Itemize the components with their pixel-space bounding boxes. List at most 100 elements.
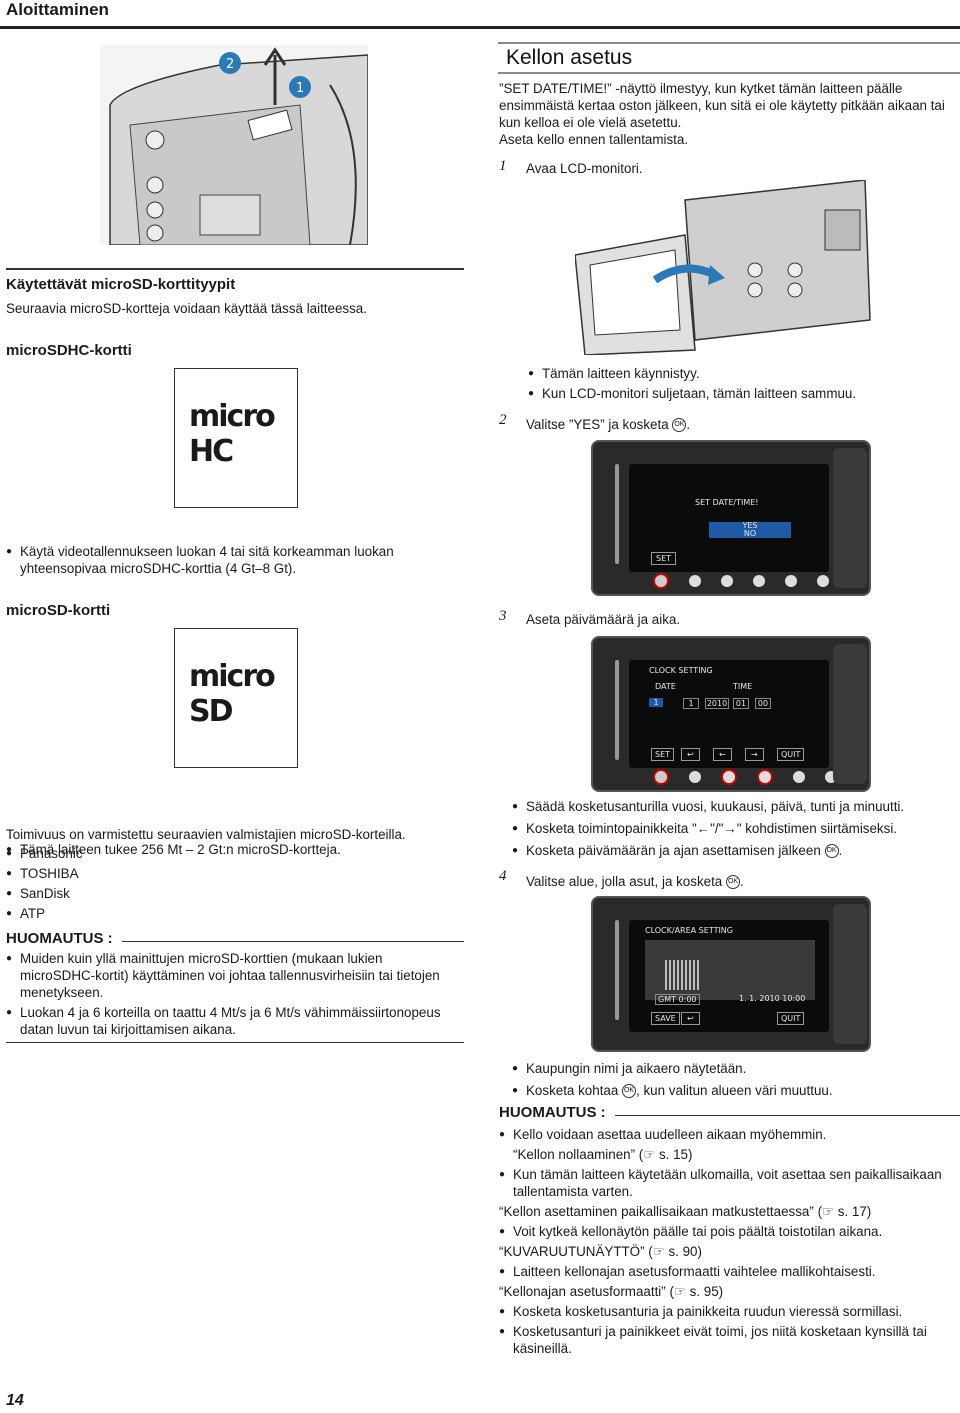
microsd-card-image: micro SD <box>174 628 298 768</box>
bullet-item: Kun LCD-monitori suljetaan, tämän laitte… <box>528 385 948 402</box>
manufacturer-list: Panasonic TOSHIBA SanDisk ATP <box>6 845 206 922</box>
no-option[interactable]: NO <box>743 529 757 538</box>
touch-slider[interactable] <box>615 464 619 564</box>
intro-line: ensimmäistä kertaa oston jälkeen, kun si… <box>499 98 945 113</box>
ok-button[interactable] <box>653 768 669 785</box>
set-button[interactable]: SET <box>651 748 675 761</box>
return-icon[interactable]: ↩ <box>681 748 700 761</box>
time-label: TIME <box>733 682 753 691</box>
set-button[interactable]: SET <box>651 552 677 565</box>
save-button[interactable]: SAVE <box>651 1012 680 1025</box>
note-reference[interactable]: “Kellon asettaminen paikallisaikaan matk… <box>499 1204 872 1219</box>
note-reference[interactable]: “Kellonajan asetusformaatti” (☞ s. 95) <box>499 1284 724 1299</box>
year-field[interactable]: 2010 <box>705 698 729 709</box>
bullet-item: Kosketa toimintopainikkeita "←"/"→" kohd… <box>512 820 957 837</box>
selected-area <box>665 960 701 990</box>
note-reference[interactable]: “Kellon nollaaminen” (☞ s. 15) <box>513 1147 693 1162</box>
note-item: Luokan 4 ja 6 korteilla on taattu 4 Mt/s… <box>6 1004 458 1038</box>
touch-button[interactable] <box>757 768 773 785</box>
page-number: 14 <box>6 1392 24 1409</box>
month-field[interactable]: 1 <box>683 698 699 709</box>
touch-slider[interactable] <box>615 920 619 1020</box>
yes-option[interactable]: YES <box>742 521 758 530</box>
note-right-list: Kello voidaan asettaa uudelleen aikaan m… <box>499 1126 957 1357</box>
sd-heading: microSD-kortti <box>6 602 111 619</box>
lcd-display: SET DATE/TIME! YES NO SET <box>629 464 829 572</box>
ok-button[interactable] <box>653 572 669 589</box>
sdhc-heading: microSDHC-kortti <box>6 342 132 359</box>
minute-field[interactable]: 00 <box>755 698 771 709</box>
touch-button[interactable] <box>753 574 765 587</box>
hour-field[interactable]: 01 <box>733 698 749 709</box>
section-title-rule-bottom <box>498 72 960 74</box>
touch-button[interactable] <box>785 574 797 587</box>
clock-area-screen: CLOCK/AREA SETTING GMT 0:00 1. 1. 2010 1… <box>591 896 871 1052</box>
bullet-text: , kun valitun alueen väri muuttuu. <box>636 1083 833 1098</box>
touch-button[interactable] <box>721 574 733 587</box>
world-map[interactable] <box>645 940 815 1000</box>
gmt-offset: 0:00 <box>678 995 697 1004</box>
bullet-item: Kosketa päivämäärän ja ajan asettamisen … <box>512 842 957 859</box>
bullet-item: Tämän laitteen käynnistyy. <box>528 365 948 382</box>
yes-no-box[interactable]: YES NO <box>709 522 791 538</box>
lcd-hinge <box>833 644 867 784</box>
manufacturer-intro: Toimivuus on varmistettu seuraavien valm… <box>6 827 406 842</box>
svg-text:2: 2 <box>226 57 234 72</box>
step2-label: Valitse ”YES” ja kosketa <box>526 417 669 432</box>
camera-card-slot-illustration: 2 1 <box>100 45 369 246</box>
note-reference[interactable]: “KUVARUUTUNÄYTTÖ” (☞ s. 90) <box>499 1244 702 1259</box>
current-datetime: 1. 1. 2010 10:00 <box>739 994 806 1003</box>
screen-title: CLOCK SETTING <box>649 666 713 675</box>
svg-text:1: 1 <box>296 81 304 96</box>
set-date-screen: SET DATE/TIME! YES NO SET <box>591 440 871 596</box>
right-arrow-icon[interactable]: → <box>745 748 764 761</box>
touch-button[interactable] <box>689 574 701 587</box>
step-number: 1 <box>499 158 507 174</box>
intro-line: ”SET DATE/TIME!” -näyttö ilmestyy, kun k… <box>499 81 903 96</box>
step4-bullets: Kaupungin nimi ja aikaero näytetään. Kos… <box>512 1060 957 1099</box>
touch-button[interactable] <box>689 770 701 783</box>
microsd-logo: micro SD <box>189 659 276 729</box>
step-number: 4 <box>499 868 507 884</box>
note-item: Kosketa kosketusanturia ja painikkeita r… <box>499 1303 957 1320</box>
note-item: Kello voidaan asettaa uudelleen aikaan m… <box>499 1126 957 1143</box>
left-arrow-icon[interactable]: ← <box>713 748 732 761</box>
step-text: Avaa LCD-monitori. <box>526 161 643 176</box>
screen-buttons <box>653 572 849 590</box>
chapter-title: Aloittaminen <box>6 0 109 19</box>
clock-setting-screen: CLOCK SETTING DATE TIME 1 1 2010 01 00 S… <box>591 636 871 792</box>
step-number: 3 <box>499 608 507 624</box>
note-item: Kosketusanturi ja painikkeet eivät toimi… <box>499 1323 957 1357</box>
date-label: DATE <box>655 682 676 691</box>
touch-button[interactable] <box>721 768 737 785</box>
note-bottom-rule <box>6 1042 464 1043</box>
header-rule <box>0 26 960 29</box>
step-number: 2 <box>499 412 507 428</box>
manufacturer-item: ATP <box>6 905 206 922</box>
lcd-display: CLOCK SETTING DATE TIME 1 1 2010 01 00 S… <box>629 660 829 768</box>
quit-button[interactable]: QUIT <box>777 748 805 761</box>
ok-icon: OK <box>622 1084 637 1099</box>
touch-button[interactable] <box>793 770 805 783</box>
note-item: Voit kytkeä kellonäytön päälle tai pois … <box>499 1223 957 1240</box>
touch-button[interactable] <box>817 574 829 587</box>
screen-title: SET DATE/TIME! <box>695 498 759 507</box>
touch-slider[interactable] <box>615 660 619 760</box>
screen-buttons <box>653 768 857 786</box>
return-icon[interactable]: ↩ <box>681 1012 700 1025</box>
note-left-list: Muiden kuin yllä mainittujen microSD-kor… <box>6 950 458 1038</box>
note-item: Laitteen kellonajan asetusformaatti vaih… <box>499 1263 957 1280</box>
lcd-display: CLOCK/AREA SETTING GMT 0:00 1. 1. 2010 1… <box>629 920 829 1032</box>
box-top-rule <box>6 268 464 270</box>
section-title-rule-top <box>498 42 960 44</box>
note-item: Kun tämän laitteen käytetään ulkomailla,… <box>499 1166 957 1200</box>
step3-bullets: Säädä kosketusanturilla vuosi, kuukausi,… <box>512 798 957 859</box>
note-heading-right: HUOMAUTUS : <box>499 1104 606 1121</box>
manufacturer-item: SanDisk <box>6 885 206 902</box>
timezone-box: GMT 0:00 <box>655 994 700 1005</box>
day-field[interactable]: 1 <box>649 698 663 707</box>
camera-lcd-open-illustration <box>574 179 875 356</box>
quit-button[interactable]: QUIT <box>777 1012 805 1025</box>
step1-bullets: Tämän laitteen käynnistyy. Kun LCD-monit… <box>528 365 948 402</box>
intro-line: kun kelloa ei ole vielä asetettu. <box>499 115 682 130</box>
